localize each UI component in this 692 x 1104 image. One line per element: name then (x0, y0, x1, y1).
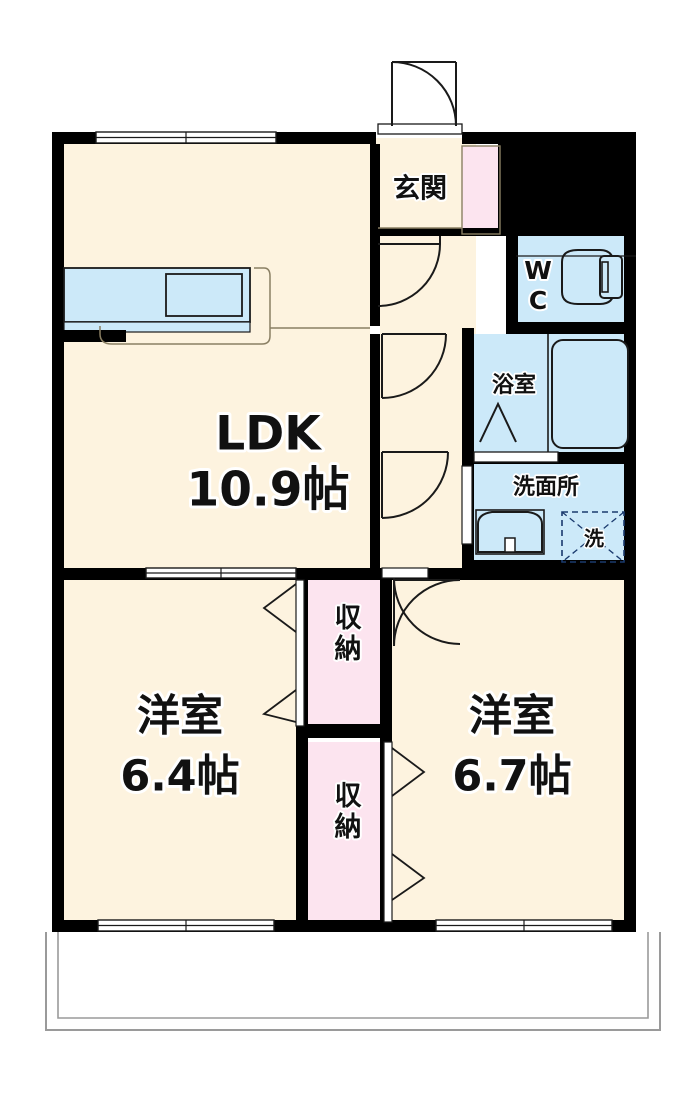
washer-diag-2 (561, 511, 625, 563)
room-fills (58, 138, 634, 926)
label-bedroom-left-name: 洋室 (137, 692, 223, 742)
wall-closet-divider (296, 724, 392, 738)
kitchen-cabinet-outline (99, 267, 271, 345)
label-washroom: 洗面所 (513, 475, 579, 500)
washer-box (561, 511, 625, 563)
swing-doors[interactable] (377, 236, 461, 647)
kitchen-wall-stub (58, 330, 126, 342)
folding-door-lower-a[interactable] (391, 747, 426, 797)
wall-genkan-right (498, 144, 508, 236)
bathtub (547, 334, 629, 452)
label-wc-c: C (529, 286, 547, 315)
label-bedroom-left-area: 6.4帖 (120, 752, 239, 802)
wall-wc-bottom (506, 322, 636, 334)
balcony (45, 932, 661, 1031)
folding-door-upper-a[interactable] (262, 583, 297, 633)
sliding-door-bedroom-left[interactable] (145, 567, 297, 579)
kitchen-counter-edge (63, 321, 251, 333)
wall-exterior-left (52, 132, 64, 932)
bath-drain-triangle (479, 401, 517, 443)
door-opening-hall-top[interactable] (381, 567, 429, 579)
label-ldk-area: 10.9帖 (187, 463, 350, 518)
wall-genkan-bottom (380, 228, 500, 236)
washroom-door-opening[interactable] (461, 465, 473, 545)
folding-door-track-upper[interactable] (295, 579, 305, 727)
kitchen-sink-basin (165, 273, 243, 317)
shoe-closet-outline (461, 145, 501, 235)
room-labels: LDK 10.9帖 玄関 W C 浴室 洗面所 洗 洋室 6.4帖 洋室 6.7… (117, 171, 605, 846)
room-fill-ldk (58, 138, 370, 570)
wall-ldk-hall-upper (370, 144, 380, 334)
washbasin-bowl (477, 511, 543, 553)
label-washer: 洗 (584, 527, 604, 551)
label-ldk-name: LDK (215, 407, 322, 462)
swing-door-hall-ldk-upper[interactable] (381, 333, 447, 399)
label-closet-lower-1: 収納 (330, 781, 362, 843)
swing-door-hall-ldk-lower[interactable] (381, 451, 449, 519)
window-bedroom-left-bottom (97, 919, 275, 932)
door-opening-ldk[interactable] (370, 326, 380, 334)
wall-structure-block (506, 132, 636, 236)
windows (95, 131, 613, 932)
closet-fill-lower (308, 742, 380, 926)
swing-door-genkan-hall[interactable] (377, 236, 441, 307)
label-closet-upper-1: 収納 (330, 603, 362, 665)
wall-hall-bedroom-right (386, 568, 636, 580)
window-ldk-top (95, 131, 277, 144)
balcony-inner (57, 932, 649, 1019)
bathtub-shape (551, 339, 629, 449)
folding-door-upper-b[interactable] (261, 689, 297, 723)
balcony-outer (45, 932, 661, 1031)
washbasin (475, 509, 545, 555)
label-bedroom-right-area: 6.7帖 (452, 752, 571, 802)
label-bedroom-right-name: 洋室 (469, 692, 555, 742)
bath-door[interactable] (473, 451, 559, 463)
closet-fill-upper (308, 580, 380, 728)
toilet (516, 249, 636, 305)
label-wc-w: W (524, 256, 552, 285)
room-fill-bedroom-left (58, 578, 300, 926)
toilet-lid (601, 261, 609, 293)
wall-wc-left (506, 236, 518, 334)
wall-ldk-hall-lower (370, 334, 380, 570)
washbasin-counter (475, 509, 545, 555)
entrance-door[interactable] (377, 61, 463, 135)
window-bedroom-right-bottom (435, 919, 613, 932)
label-genkan: 玄関 (393, 173, 447, 205)
closet-folding-doors[interactable] (261, 579, 426, 923)
folding-door-lower-b[interactable] (391, 853, 426, 901)
room-fill-hall (370, 138, 476, 570)
room-fill-bedroom-right (392, 578, 634, 926)
wall-exterior-right (624, 132, 636, 932)
label-bath: 浴室 (492, 372, 536, 398)
washer-diag-1 (561, 511, 625, 563)
washing-machine-space (561, 511, 625, 563)
shoe-closet-fill (462, 146, 500, 234)
folding-door-track-lower[interactable] (383, 741, 393, 923)
closet-fills (308, 146, 500, 926)
washbasin-faucet (504, 537, 516, 553)
kitchen-counter-sink (58, 267, 370, 345)
swing-door-bedroom-right[interactable] (393, 577, 461, 647)
